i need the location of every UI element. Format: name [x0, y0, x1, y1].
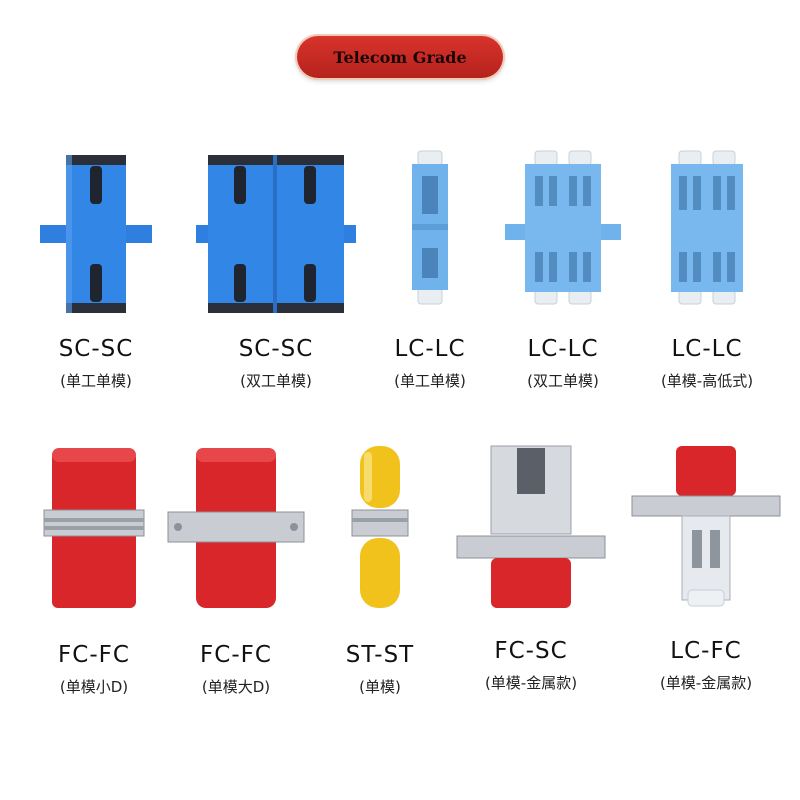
product-name: FC-FC [200, 642, 272, 668]
product-name: LC-FC [670, 638, 742, 664]
product-sc-sc-duplex[interactable]: SC-SC (双工单模) [196, 148, 356, 398]
telecom-grade-badge: Telecom Grade [297, 36, 503, 78]
product-lc-fc-metal[interactable]: LC-FC (单模-金属款) [626, 440, 786, 708]
product-lc-lc-high-low[interactable]: LC-LC (单模-高低式) [627, 148, 787, 398]
product-lc-lc-duplex[interactable]: LC-LC (双工单模) [483, 148, 643, 398]
product-name: SC-SC [238, 336, 314, 362]
product-subtitle: (双工单模) [527, 372, 599, 390]
st-adapter-icon [351, 446, 409, 608]
product-name: SC-SC [58, 336, 134, 362]
product-subtitle: (单模小D) [59, 678, 129, 696]
product-name: FC-SC [494, 638, 568, 664]
product-fc-fc-large-d[interactable]: FC-FC (单模大D) [156, 440, 316, 708]
product-subtitle: (单工单模) [60, 372, 132, 390]
product-st-st[interactable]: ST-ST (单模) [300, 440, 460, 708]
fc-sc-metal-adapter-icon [456, 445, 606, 608]
product-lc-lc-simplex[interactable]: LC-LC (单工单模) [350, 148, 510, 398]
product-fc-fc-small-d[interactable]: FC-FC (单模小D) [14, 440, 174, 708]
fc-large-d-adapter-icon [167, 448, 305, 608]
product-subtitle: (单模大D) [201, 678, 271, 696]
product-name: LC-LC [394, 336, 466, 362]
sc-duplex-adapter-icon [196, 155, 356, 313]
product-subtitle: (双工单模) [240, 372, 312, 390]
product-name: FC-FC [58, 642, 130, 668]
lc-duplex-adapter-icon [505, 150, 621, 305]
product-sc-sc-simplex[interactable]: SC-SC (单工单模) [16, 148, 176, 398]
product-subtitle: (单工单模) [394, 372, 466, 390]
product-name: LC-LC [527, 336, 599, 362]
product-subtitle: (单模) [359, 678, 401, 696]
lc-simplex-adapter-icon [412, 150, 448, 305]
sc-simplex-adapter-icon [40, 155, 152, 313]
fc-small-d-adapter-icon [43, 448, 145, 608]
product-name: ST-ST [345, 642, 415, 668]
lc-fc-metal-adapter-icon [631, 446, 781, 607]
product-fc-sc-metal[interactable]: FC-SC (单模-金属款) [451, 440, 611, 708]
product-subtitle: (单模-金属款) [659, 674, 753, 692]
product-subtitle: (单模-金属款) [484, 674, 578, 692]
product-name: LC-LC [671, 336, 743, 362]
lc-high-low-adapter-icon [671, 150, 743, 305]
product-subtitle: (单模-高低式) [660, 372, 754, 390]
